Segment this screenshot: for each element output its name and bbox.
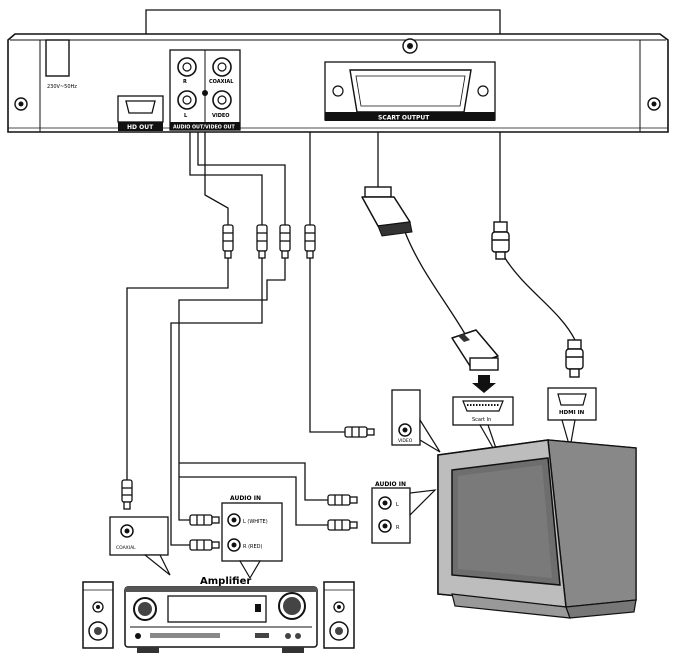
coaxial-label: COAXIAL xyxy=(209,79,234,85)
amp-to-tv-audio-cable xyxy=(179,462,328,501)
speaker-right xyxy=(323,581,355,649)
tv-hdmi-in-callout: HDMI IN xyxy=(547,387,597,449)
scart-plug-bottom xyxy=(451,329,499,371)
rca-plug-audio-r xyxy=(279,224,291,259)
video-label: VIDEO xyxy=(212,113,230,119)
scart-plug-top xyxy=(361,186,413,237)
amp-display xyxy=(167,595,267,623)
rca-plug-coaxial xyxy=(222,224,234,259)
amplifier: Amplifier xyxy=(124,576,318,653)
rca-plug-video xyxy=(304,224,316,259)
tv-audio-in-title: AUDIO IN xyxy=(375,481,406,488)
coaxial-cable-lower xyxy=(126,258,229,480)
scart-output-label: SCART OUTPUT xyxy=(378,115,430,122)
amp-coaxial-label: COAXIAL xyxy=(116,545,136,551)
hdmi-plug-bottom xyxy=(565,339,584,378)
power-cord xyxy=(45,39,70,77)
tv-audio-r-label: R xyxy=(396,525,400,531)
audio-r-cable-lower xyxy=(178,255,286,521)
hd-out-label: HD OUT xyxy=(127,124,154,131)
amplifier-title: Amplifier xyxy=(200,576,251,587)
rca-plug-tv-r xyxy=(327,519,358,531)
jack-l-label: L xyxy=(184,113,188,119)
scart-arrow-icon xyxy=(472,375,496,393)
rca-plug-audio-l xyxy=(256,224,268,259)
amp-audio-r-label: R (RED) xyxy=(243,544,262,550)
amp-audio-in-panel: AUDIO IN L (WHITE) R (RED) xyxy=(221,495,283,580)
tv-audio-in-panel: AUDIO IN L R xyxy=(371,481,437,544)
scart-in-label: Scart In xyxy=(472,417,491,423)
av-out-label: AUDIO OUT/VIDEO OUT xyxy=(173,125,235,131)
power-label: 230V~50Hz xyxy=(47,84,77,90)
coaxial-jack[interactable] xyxy=(212,57,232,77)
tv-video-label: VIDEO xyxy=(398,438,413,444)
rca-plug-amp-l xyxy=(189,514,220,526)
audio-r-jack[interactable] xyxy=(177,57,197,77)
video-jack[interactable] xyxy=(212,90,232,110)
speaker-left xyxy=(82,581,114,649)
amp-coaxial-panel: COAXIAL xyxy=(109,516,171,576)
hdmi-in-label: HDMI IN xyxy=(559,410,585,416)
hdmi-cable-lower xyxy=(504,257,576,341)
television xyxy=(437,439,637,619)
jack-r-label: R xyxy=(183,79,187,85)
tv-video-in-callout: VIDEO xyxy=(391,389,441,453)
tv-audio-l-label: L xyxy=(396,502,399,508)
video-cable-lower xyxy=(309,255,345,433)
audio-r-cable xyxy=(197,130,286,225)
scart-output-port[interactable]: SCART OUTPUT xyxy=(324,61,496,122)
hdmi-plug-top xyxy=(491,221,510,260)
audio-l-cable xyxy=(189,130,263,225)
amp-audio-in-title: AUDIO IN xyxy=(230,495,261,502)
av-out-block: AUDIO OUT/VIDEO OUT R L COAXIAL xyxy=(169,49,241,131)
rca-plug-tv-l xyxy=(327,494,358,506)
rca-plug-amp-r xyxy=(189,539,220,551)
cables xyxy=(126,9,576,546)
rca-plugs xyxy=(121,224,375,551)
amp-to-tv-audio-cable-2 xyxy=(179,476,328,526)
coaxial-cable xyxy=(204,98,229,225)
rca-plug-coaxial-amp xyxy=(121,479,133,510)
scart-cable xyxy=(404,231,466,335)
audio-l-jack[interactable] xyxy=(177,90,197,110)
player-rear-panel: 230V~50Hz HD OUT AUDIO OUT/VIDEO OUT R xyxy=(7,33,669,133)
rca-plug-video-tv xyxy=(344,426,375,438)
hd-out-port[interactable]: HD OUT xyxy=(117,95,164,131)
amp-audio-l-label: L (WHITE) xyxy=(243,519,268,525)
